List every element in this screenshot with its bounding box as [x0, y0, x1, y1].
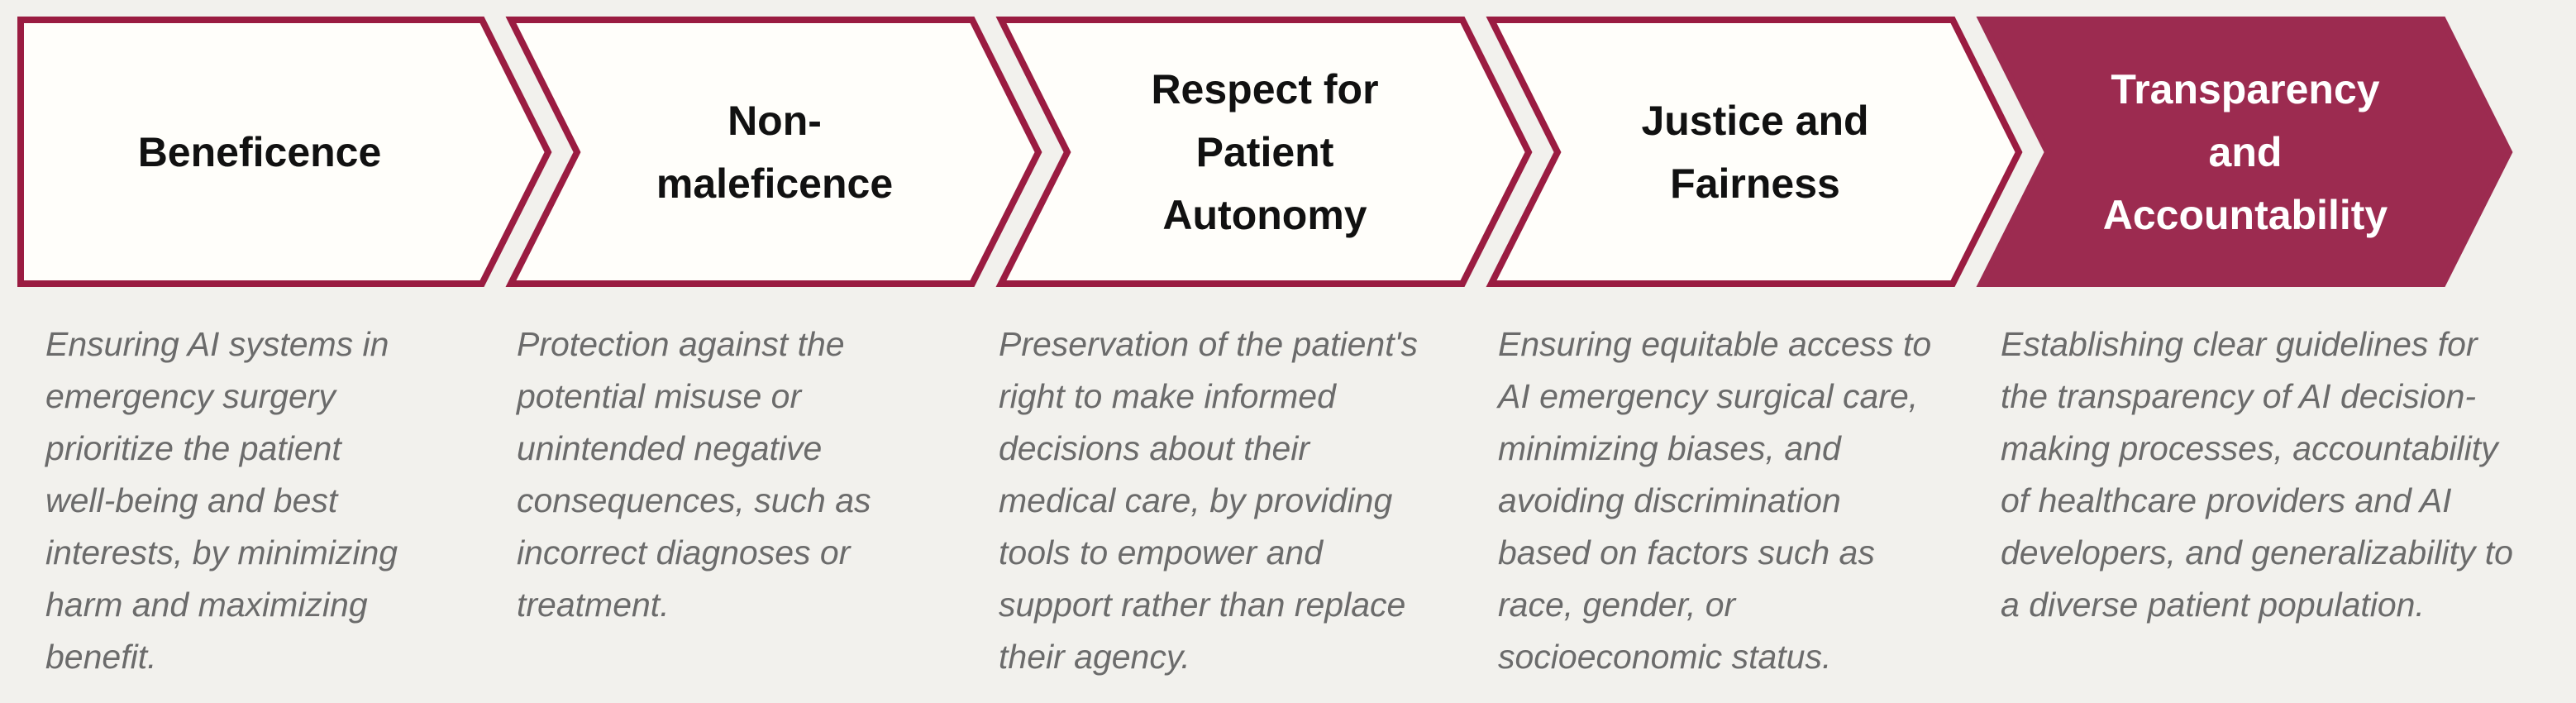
chevron-label-transparency-accountability: Transparency and Accountability — [2102, 65, 2388, 238]
description-justice-fairness: Ensuring equitable access to AI emergenc… — [1498, 325, 1932, 676]
description-beneficence: Ensuring AI systems in emergency surgery… — [45, 325, 398, 676]
chevron-shape-patient-autonomy — [995, 17, 1533, 287]
description-patient-autonomy: Preservation of the patient's right to m… — [999, 325, 1418, 676]
chevron-label-patient-autonomy: Respect for Patient Autonomy — [1151, 65, 1379, 238]
chevron-shape-beneficence — [17, 17, 552, 287]
description-transparency-accountability: Establishing clear guidelines for the tr… — [2001, 325, 2513, 624]
chevron-shape-transparency-accountability — [1976, 17, 2513, 287]
description-non-maleficence: Protection against the potential misuse … — [517, 325, 871, 624]
chevron-label-justice-fairness: Justice and Fairness — [1641, 97, 1869, 207]
chevron-shape-non-maleficence — [505, 17, 1042, 287]
chevron-label-beneficence: Beneficence — [137, 128, 382, 175]
chevron-shape-justice-fairness — [1486, 17, 2023, 287]
chevron-label-non-maleficence: Non- maleficence — [656, 97, 894, 207]
